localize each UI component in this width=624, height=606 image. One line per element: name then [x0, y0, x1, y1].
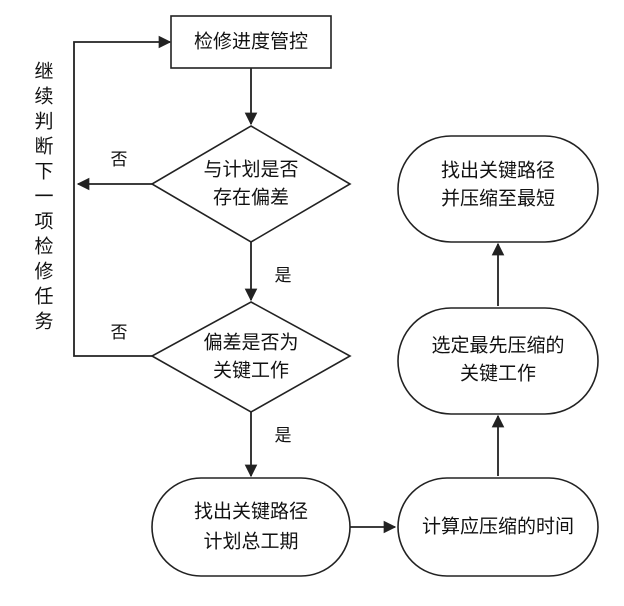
find-path-label-line2: 计划总工期	[203, 531, 298, 553]
side-label-char: 下	[34, 161, 53, 183]
select-label-line1: 选定最先压缩的	[431, 335, 564, 357]
select-label-line2: 关键工作	[460, 363, 536, 385]
decision2-node: 偏差是否为 关键工作	[150, 301, 352, 413]
side-label-char: 修	[34, 261, 53, 283]
start-node: 检修进度管控	[170, 15, 332, 69]
connectors	[73, 35, 505, 534]
decision1-label-line1: 与计划是否	[203, 159, 298, 181]
side-label-char: 判	[34, 111, 53, 133]
edge-label-yes-2: 是	[275, 426, 292, 446]
side-label-char: 项	[34, 211, 53, 233]
side-label: 继 续 判 断 下 一 项 检 修 任 务	[34, 61, 53, 333]
edge-label-no-2: 否	[111, 323, 128, 343]
shorten-label-line1: 找出关键路径	[441, 160, 555, 182]
loop-decision2-no-to-start	[73, 35, 172, 357]
side-label-char: 继	[34, 61, 53, 83]
decision1-label-line2: 存在偏差	[213, 187, 289, 209]
side-label-char: 一	[34, 186, 53, 208]
decision2-label-line2: 关键工作	[213, 360, 289, 382]
decision2-label-line1: 偏差是否为	[203, 332, 298, 354]
decision1-node: 与计划是否 存在偏差	[150, 125, 352, 243]
side-label-char: 务	[34, 311, 53, 333]
find-path-node: 找出关键路径 计划总工期	[151, 477, 351, 577]
side-label-char: 任	[34, 286, 53, 308]
find-path-label-line1: 找出关键路径	[194, 501, 308, 523]
select-node: 选定最先压缩的 关键工作	[397, 307, 599, 415]
compute-label: 计算应压缩的时间	[422, 516, 574, 538]
shorten-node: 找出关键路径 并压缩至最短	[397, 135, 599, 243]
shorten-label-line2: 并压缩至最短	[441, 188, 555, 210]
edge-label-yes-1: 是	[275, 266, 292, 286]
side-label-char: 检	[34, 236, 53, 258]
compute-node: 计算应压缩的时间	[397, 477, 599, 577]
side-label-char: 断	[34, 136, 53, 158]
start-node-label: 检修进度管控	[194, 31, 308, 53]
side-label-char: 续	[34, 86, 53, 108]
edge-label-no-1: 否	[111, 150, 128, 170]
